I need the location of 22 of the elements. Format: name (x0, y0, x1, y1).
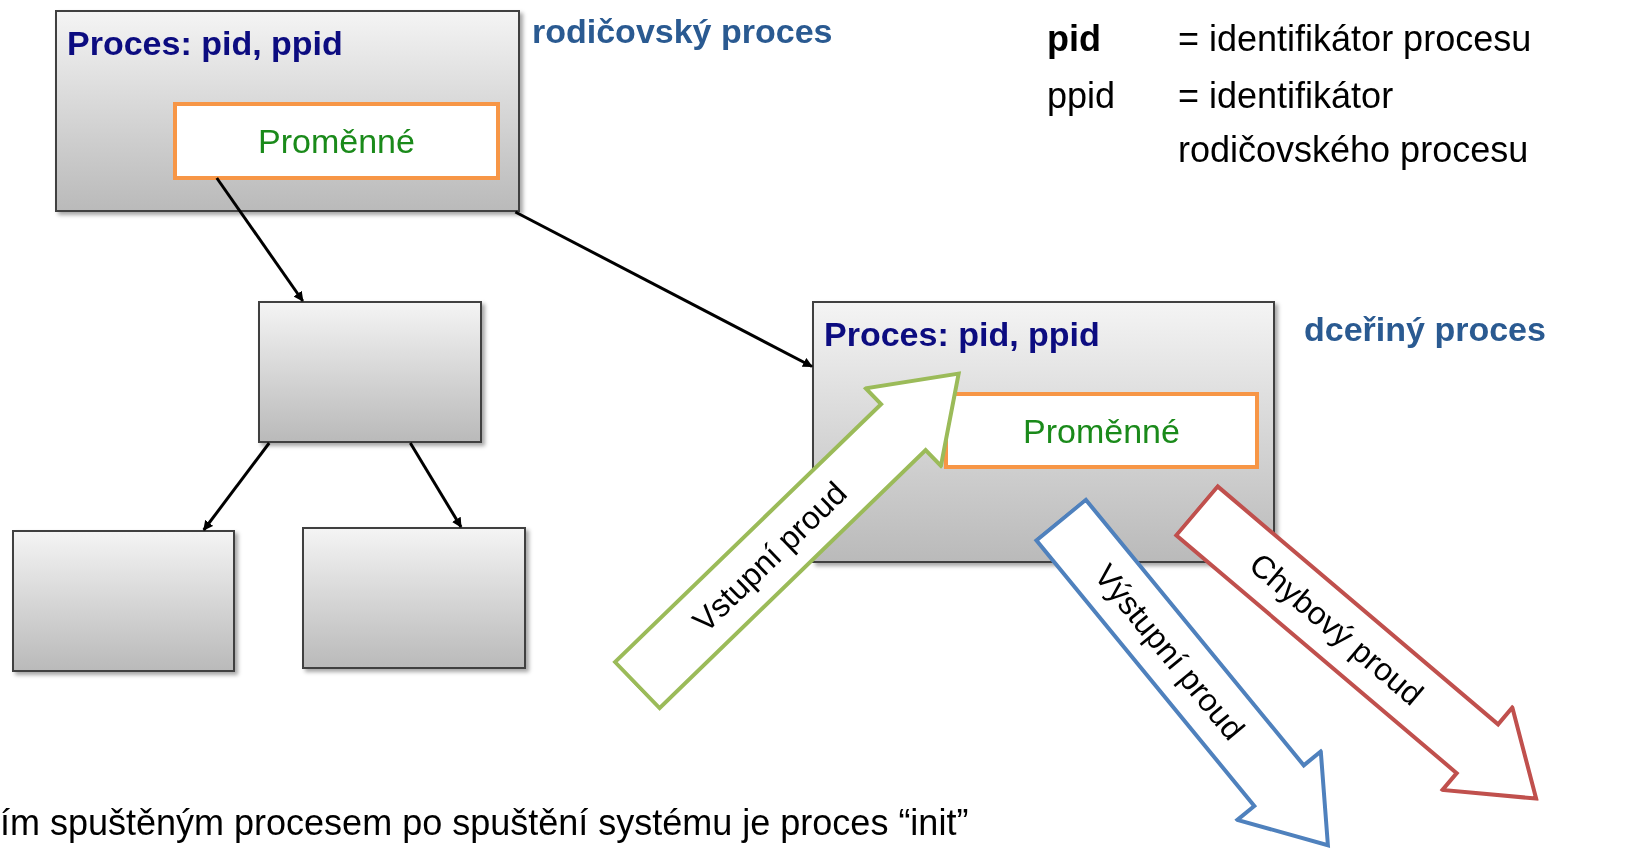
arrow (514, 210, 813, 368)
arrow (202, 442, 271, 531)
process-caption: dceřiný proces (1304, 312, 1546, 346)
box-title: Proces: pid, ppid (824, 317, 1100, 351)
empty-process-box (258, 301, 482, 443)
arrow (409, 442, 463, 528)
process-caption: rodičovský proces (532, 14, 833, 48)
note-text: ppid (1047, 74, 1117, 118)
variables-box (173, 102, 500, 180)
box-text: Proměnné (1023, 413, 1180, 448)
process-box (55, 10, 520, 212)
note-text: = identifikátor procesu (1178, 17, 1533, 61)
box-title: Proces: pid, ppid (67, 26, 343, 60)
note-text: = identifikátor rodičovského procesu (1178, 74, 1530, 172)
arrow (215, 177, 305, 302)
note-text: pid (1047, 17, 1102, 61)
box-text: Proměnné (258, 124, 415, 158)
stream-shape (612, 370, 962, 711)
empty-process-box (302, 527, 526, 669)
empty-process-box (12, 530, 235, 672)
variables-box (944, 392, 1259, 469)
note-text: ím spuštěným procesem po spuštění systému je proces “init” (0, 801, 970, 845)
